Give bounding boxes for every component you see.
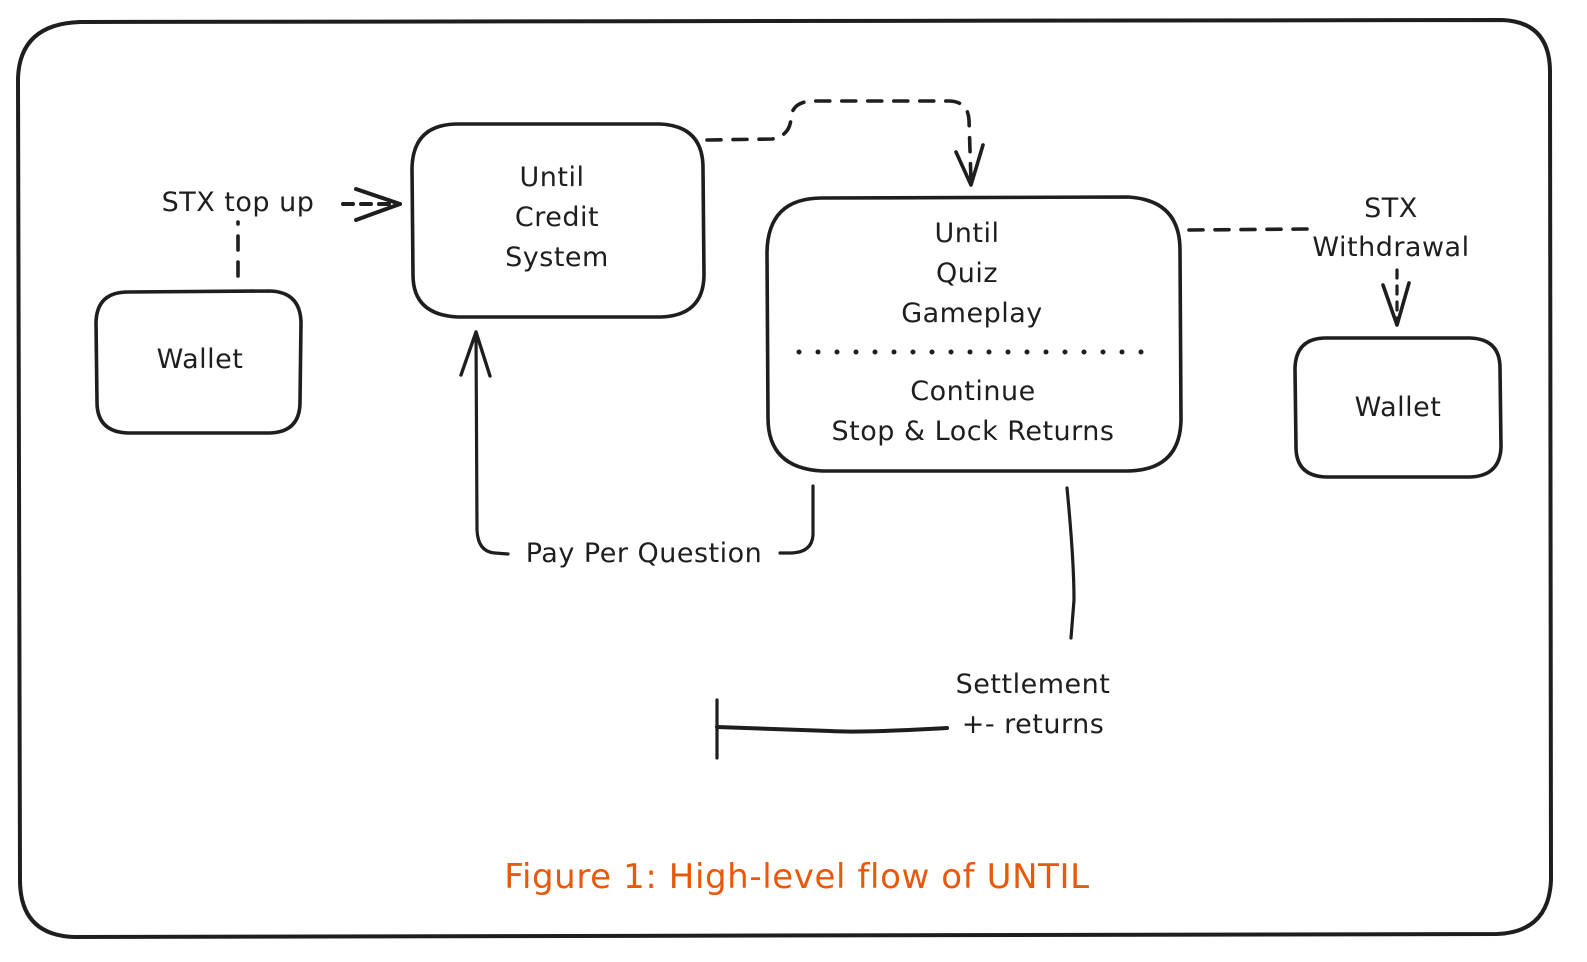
withdrawal-label-line-1: STX [1364, 193, 1418, 224]
wallet-left-label: Wallet [157, 344, 244, 375]
wallet-right-box [1293, 336, 1503, 479]
pay-per-question-label: Pay Per Question [526, 538, 763, 569]
wallet-right-label: Wallet [1355, 392, 1442, 423]
node-wallet-right[interactable]: Wallet [1293, 336, 1503, 479]
credit-system-box [410, 122, 706, 319]
quiz-line-3: Gameplay [901, 298, 1043, 329]
settlement-horizontal-path [715, 725, 949, 734]
edge-pay-per-question: Pay Per Question [459, 330, 815, 569]
quiz-line-1: Until [935, 218, 1000, 249]
credit-quiz-dashed-path [705, 99, 973, 182]
pay-per-question-path-right [778, 484, 815, 555]
withdrawal-arrowhead-icon [1381, 281, 1411, 327]
quiz-gameplay-box [765, 195, 1183, 473]
edge-stx-topup: STX top up [162, 187, 402, 278]
pay-per-question-path-left [474, 330, 510, 556]
node-credit-system[interactable]: Until Credit System [410, 122, 706, 319]
credit-system-line-3: System [505, 242, 609, 273]
quiz-action-stop-lock[interactable]: Stop & Lock Returns [832, 416, 1115, 447]
settlement-label-line-2: +- returns [962, 709, 1105, 740]
outer-frame [16, 18, 1553, 939]
withdrawal-label-line-2: Withdrawal [1312, 232, 1469, 263]
settlement-label-line-1: Settlement [956, 669, 1111, 700]
edge-credit-to-quiz [705, 99, 985, 187]
settlement-vertical-path [1065, 486, 1076, 640]
withdrawal-dashed-line [1187, 227, 1310, 232]
topup-label: STX top up [162, 187, 315, 218]
credit-quiz-arrowhead-icon [954, 143, 985, 187]
topup-arrowhead-icon [354, 187, 402, 222]
quiz-line-2: Quiz [936, 258, 998, 289]
quiz-action-continue[interactable]: Continue [910, 376, 1035, 407]
pay-per-question-arrowhead-icon [459, 330, 492, 378]
credit-system-line-2: Credit [515, 202, 599, 233]
edge-settlement: Settlement +- returns [715, 486, 1111, 760]
edge-stx-withdrawal: STX Withdrawal [1187, 193, 1469, 327]
credit-system-line-1: Until [520, 162, 585, 193]
figure-caption: Figure 1: High-level flow of UNTIL [504, 857, 1089, 897]
node-quiz-gameplay[interactable]: Until Quiz Gameplay Continue Stop & Lock… [765, 195, 1183, 473]
wallet-left-box [94, 289, 303, 435]
node-wallet-left[interactable]: Wallet [94, 289, 303, 435]
